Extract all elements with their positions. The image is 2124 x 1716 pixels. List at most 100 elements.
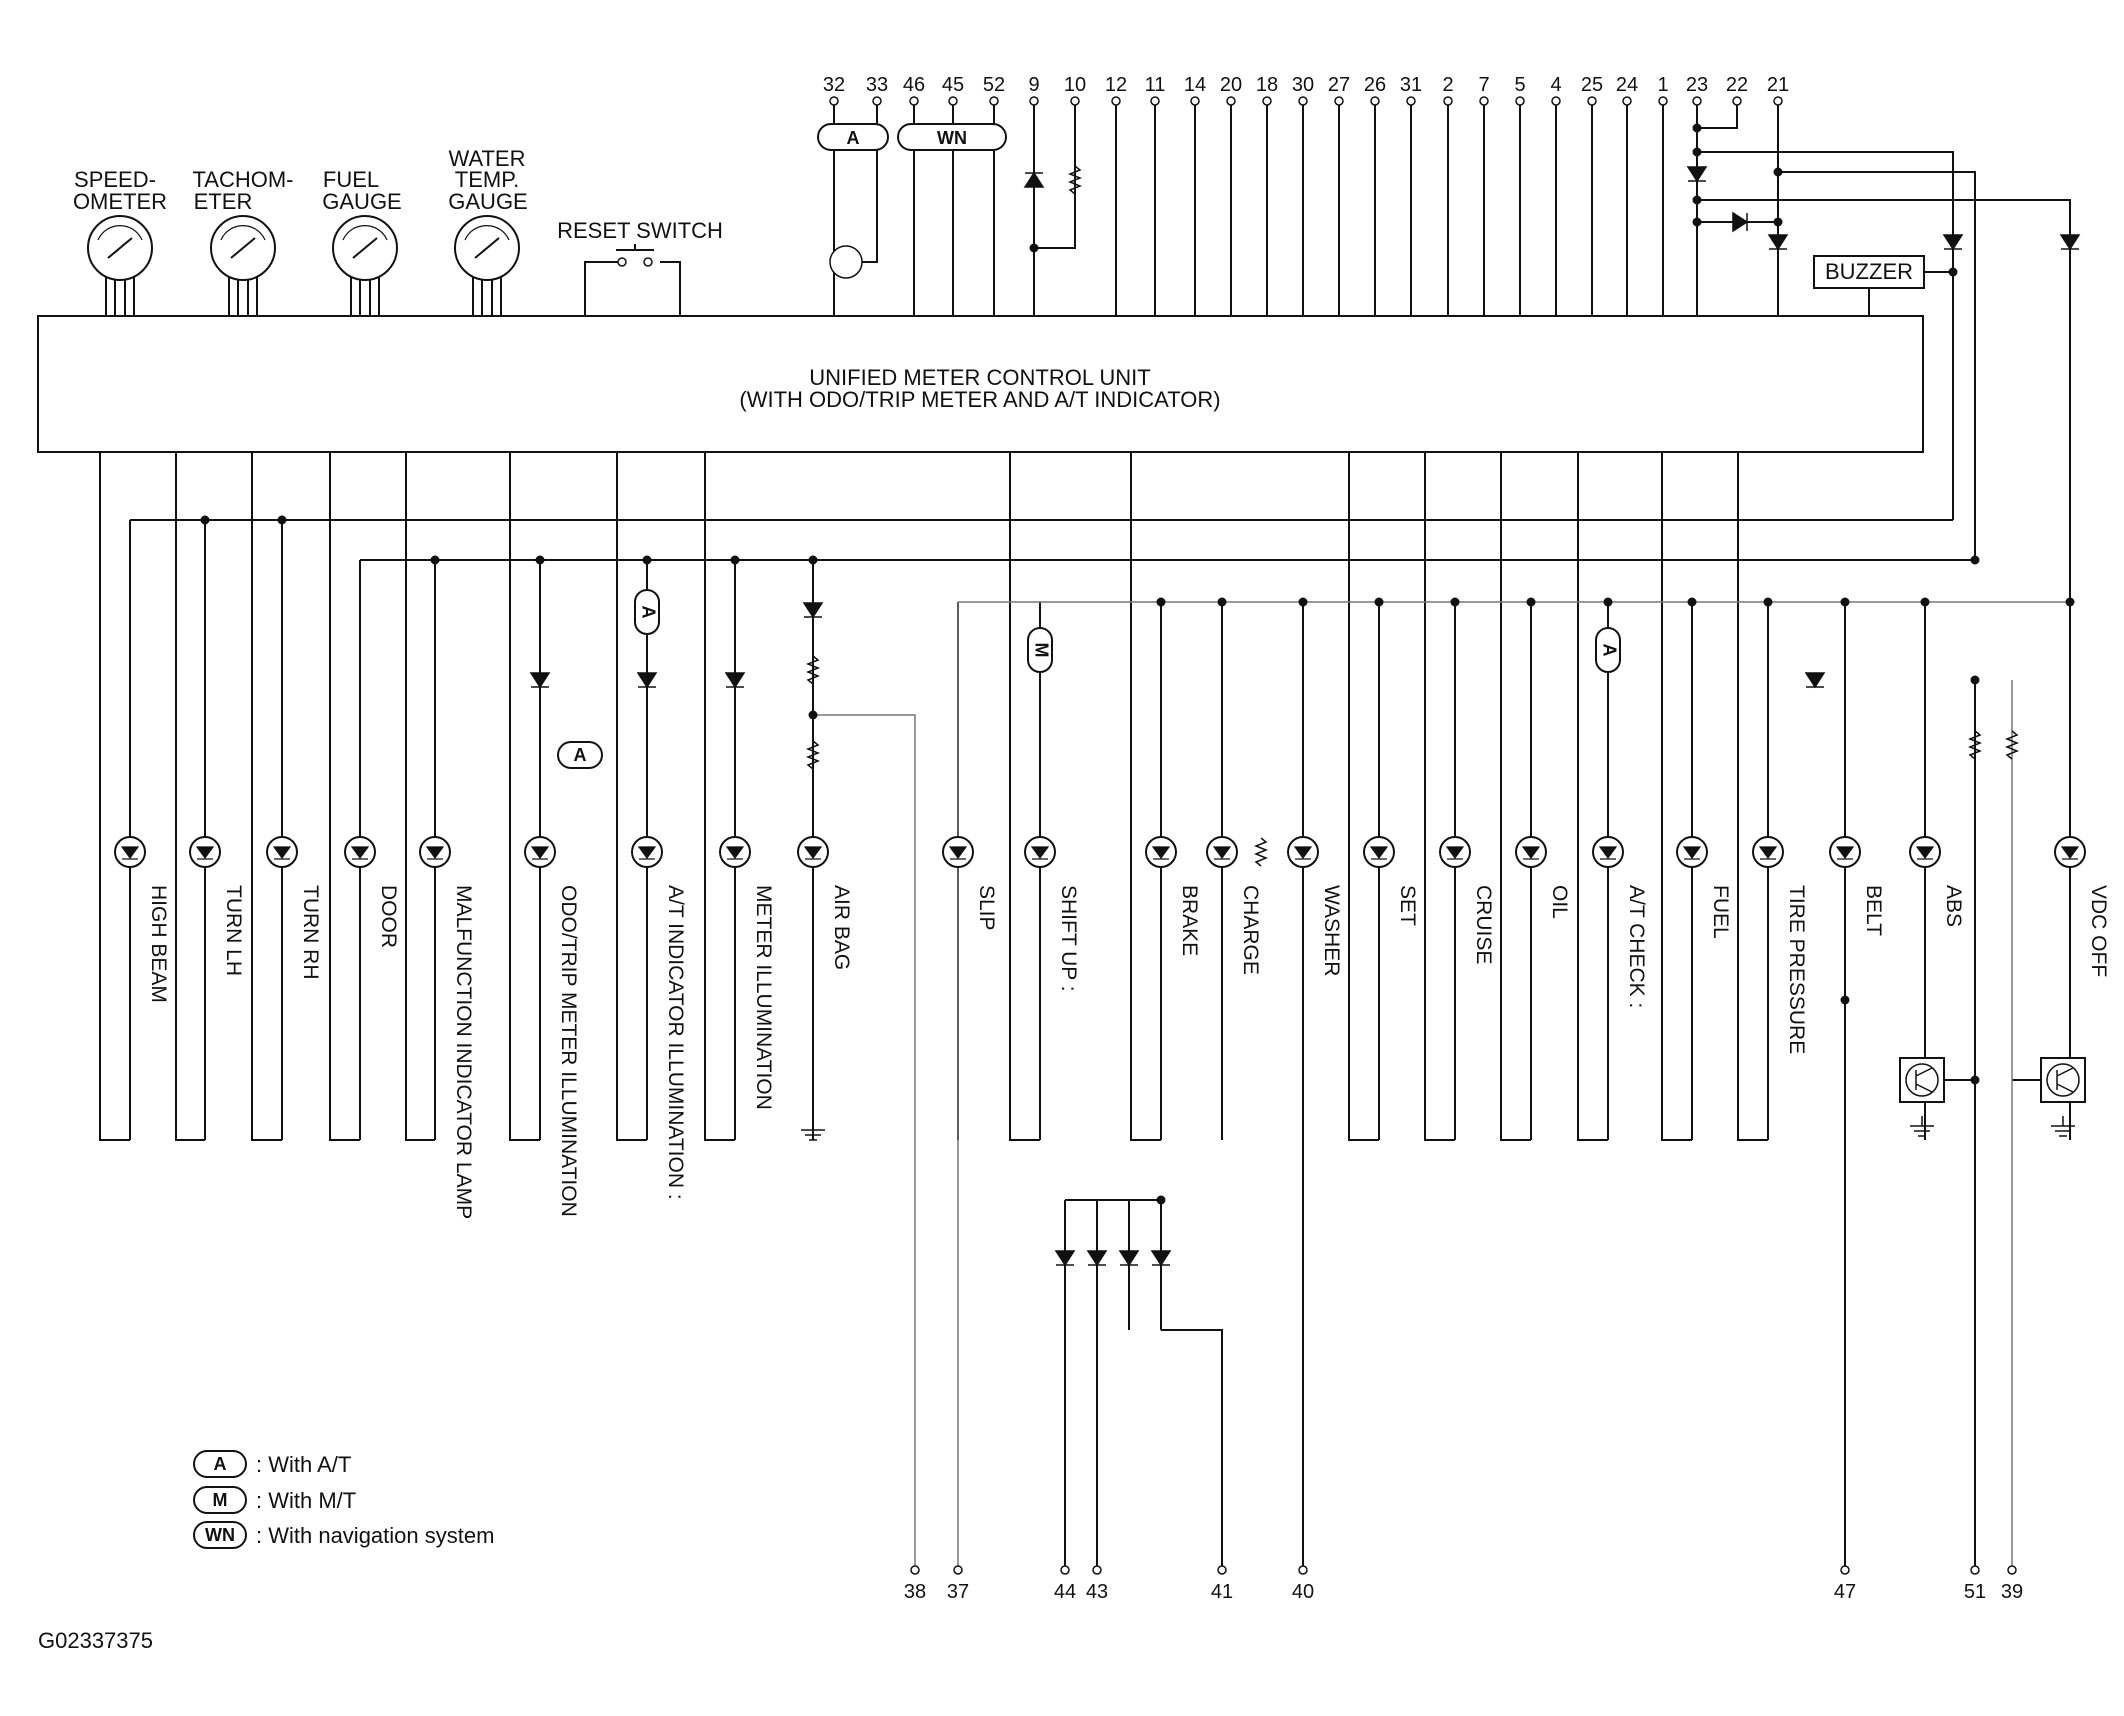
airbag-resistor-1 bbox=[805, 655, 821, 685]
abs-transistor-legs bbox=[1915, 1067, 1933, 1093]
lamp-return-19 bbox=[1737, 452, 1768, 1141]
lamp-10-diode bbox=[1030, 846, 1050, 860]
at-tag-at-indicator-text: A bbox=[638, 606, 658, 619]
rail-602-junction-4 bbox=[1450, 597, 1460, 607]
lamp-return-0 bbox=[99, 452, 130, 1141]
water-temp-dial-scale bbox=[464, 224, 510, 241]
bottom-pin-terminal-38 bbox=[910, 1565, 920, 1575]
vdc-transistor-legs bbox=[2056, 1067, 2074, 1093]
vdc-transistor bbox=[2046, 1063, 2080, 1097]
fuel-gauge-dial-needle bbox=[352, 237, 378, 259]
at-tag-at-indicator bbox=[634, 589, 660, 635]
bus-junction-vdc bbox=[2065, 597, 2075, 607]
top-pin-label-45: 45 bbox=[942, 74, 964, 96]
nav-option-tag-top-text: WN bbox=[937, 128, 967, 148]
buzzer-diode bbox=[1942, 234, 1964, 251]
legend-nav-tag: WN bbox=[205, 1525, 235, 1545]
top-pin-terminal-14 bbox=[1190, 96, 1200, 106]
tachometer-gauge: TACHOM- ETER bbox=[192, 167, 293, 214]
charge-resistor bbox=[1253, 837, 1269, 867]
top-pin-label-20: 20 bbox=[1220, 74, 1242, 96]
rail-602-junction-8 bbox=[1763, 597, 1773, 607]
pin-10-wire bbox=[1034, 105, 1076, 249]
lamp-return-14 bbox=[1348, 452, 1379, 1141]
lamp-label-14: SET bbox=[1396, 885, 1419, 926]
lamp-9-diode bbox=[948, 846, 968, 860]
legend-at-capsule bbox=[193, 1450, 247, 1478]
bottom-pin-terminal-44 bbox=[1060, 1565, 1070, 1575]
lamp-18-diode bbox=[1682, 846, 1702, 860]
reset-switch-contact-right bbox=[643, 257, 653, 267]
lamp-label-6: A/T INDICATOR ILLUMINATION : bbox=[664, 885, 687, 1200]
lamp-return-4 bbox=[405, 452, 435, 1141]
top-pin-terminal-32 bbox=[829, 96, 839, 106]
top-pin-label-5: 5 bbox=[1514, 74, 1525, 96]
figure-code: G02337375 bbox=[38, 1628, 153, 1653]
top-pin-label-2: 2 bbox=[1442, 74, 1453, 96]
legend-at-tag: A bbox=[214, 1454, 227, 1474]
rail-602-junction-1 bbox=[1217, 597, 1227, 607]
top-pin-terminal-22 bbox=[1732, 96, 1742, 106]
reset-switch-actuator bbox=[616, 244, 654, 251]
speedometer-label-1: SPEED- bbox=[74, 167, 156, 192]
pin-23-diode bbox=[1686, 166, 1708, 183]
pin-21-junction bbox=[1773, 217, 1783, 227]
lamp-label-8: AIR BAG bbox=[830, 885, 853, 970]
lamp-label-9: SLIP bbox=[975, 885, 998, 931]
reset-switch-contact-left bbox=[617, 257, 627, 267]
top-pin-label-25: 25 bbox=[1581, 74, 1603, 96]
lamp-return-6 bbox=[616, 452, 647, 1141]
brake-cluster-diode-2 bbox=[1118, 1250, 1140, 1267]
rail-602-junction-2 bbox=[1298, 597, 1308, 607]
top-pin-terminal-26 bbox=[1370, 96, 1380, 106]
lamp-label-12: CHARGE bbox=[1239, 885, 1262, 975]
reset-switch-wire bbox=[584, 261, 681, 316]
bus-junction-turn-rh bbox=[277, 515, 287, 525]
water-temp-label-2: TEMP. bbox=[455, 167, 519, 192]
top-pin-label-21: 21 bbox=[1767, 74, 1789, 96]
legend-mt-tag: M bbox=[213, 1490, 228, 1510]
bottom-pin-terminal-37 bbox=[953, 1565, 963, 1575]
lamp-return-16 bbox=[1500, 452, 1531, 1141]
tire-pressure-feed-diode bbox=[1804, 672, 1826, 689]
lamp-19-diode bbox=[1758, 846, 1778, 860]
brake-cluster-diode-1 bbox=[1086, 1250, 1108, 1267]
airbag-line-38 bbox=[813, 714, 916, 1570]
nav-option-tag-top bbox=[897, 123, 1007, 151]
top-pin-label-18: 18 bbox=[1256, 74, 1278, 96]
tachometer-label-2: ETER bbox=[194, 189, 253, 214]
top-pin-terminal-5 bbox=[1515, 96, 1525, 106]
lamp-label-13: WASHER bbox=[1320, 885, 1343, 976]
bottom-pin-label-47: 47 bbox=[1834, 1581, 1856, 1603]
lamp-5-diode bbox=[530, 846, 550, 860]
control-unit-title: UNIFIED METER CONTROL UNIT bbox=[809, 365, 1150, 390]
rail-560-junction-2 bbox=[642, 555, 652, 565]
abs-transistor bbox=[1905, 1063, 1939, 1097]
airbag-feed-diode bbox=[802, 602, 824, 619]
lamp-label-5: ODO/TRIP METER ILLUMINATION bbox=[557, 885, 580, 1217]
lamp-3-diode bbox=[350, 846, 370, 860]
abs-resistor bbox=[1967, 730, 1983, 760]
rail-560-junction-3 bbox=[730, 555, 740, 565]
rail-560-junction-1 bbox=[535, 555, 545, 565]
fuel-gauge-label-2: GAUGE bbox=[322, 189, 401, 214]
abs-base-junction bbox=[1970, 1075, 1980, 1085]
water-temp-label-3: GAUGE bbox=[448, 189, 527, 214]
lamp-12-diode bbox=[1212, 846, 1232, 860]
tachometer-dial-scale bbox=[220, 224, 266, 241]
fuel-gauge: FUEL GAUGE bbox=[322, 167, 401, 214]
top-pin-terminal-11 bbox=[1150, 96, 1160, 106]
lamp-14-diode bbox=[1369, 846, 1389, 860]
bottom-pin-label-39: 39 bbox=[2001, 1581, 2023, 1603]
airbag-junction bbox=[808, 710, 818, 720]
lamp-4-diode bbox=[425, 846, 445, 860]
tachometer-dial-needle bbox=[230, 237, 256, 259]
top-pin-terminal-33 bbox=[872, 96, 882, 106]
lamp-label-20: BELT bbox=[1862, 885, 1885, 936]
lamp-16-diode bbox=[1521, 846, 1541, 860]
top-pin-terminal-30 bbox=[1298, 96, 1308, 106]
lamp-return-10 bbox=[1009, 452, 1040, 1141]
rail-602-junction-6 bbox=[1603, 597, 1613, 607]
speedometer-dial-needle bbox=[107, 237, 133, 259]
